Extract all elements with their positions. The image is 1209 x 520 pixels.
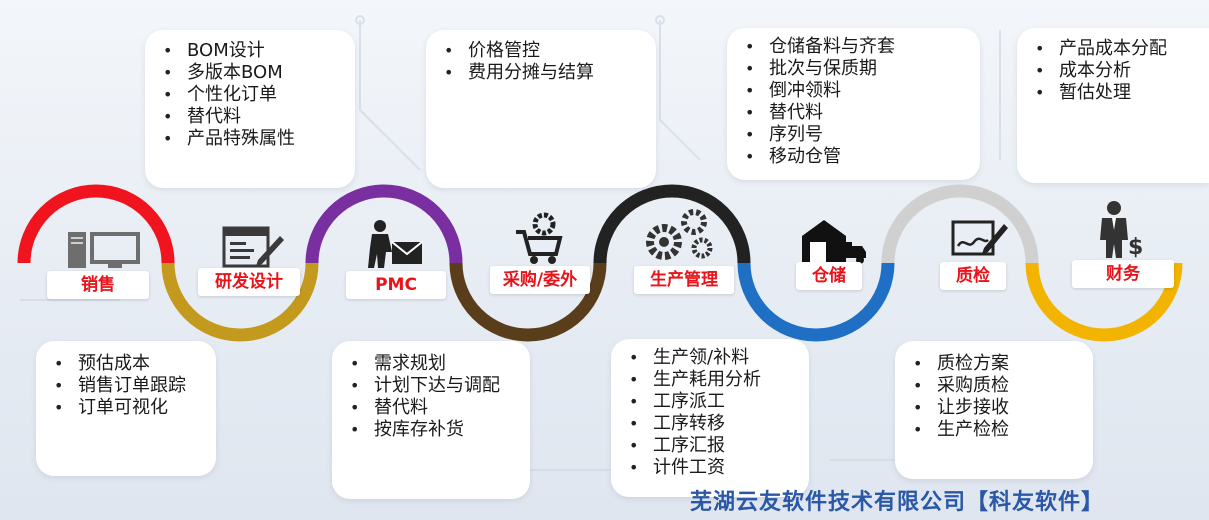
list-item: 按库存补货 [348, 419, 514, 441]
list-item: 替代料 [161, 106, 339, 128]
list-item: 替代料 [743, 102, 964, 124]
list-item: 质检方案 [911, 353, 1077, 375]
list-item: 销售订单跟踪 [52, 375, 200, 397]
list-item: 倒冲领料 [743, 80, 964, 102]
purchase-list: 价格管控 费用分摊与结算 [442, 40, 640, 84]
list-item: 订单可视化 [52, 397, 200, 419]
arc-finance [1025, 262, 1183, 342]
stage-label-warehouse: 仓储 [796, 262, 862, 290]
design-form-icon [222, 226, 284, 268]
cart-gear-icon [516, 212, 563, 264]
list-item: 成本分析 [1033, 60, 1193, 82]
list-item: 替代料 [348, 397, 514, 419]
list-item: 生产检检 [911, 419, 1077, 441]
stage-label-sales: 销售 [47, 271, 149, 299]
list-item: 工序派工 [627, 391, 793, 413]
signature-icon [951, 220, 1008, 256]
sales-list: 预估成本 销售订单跟踪 订单可视化 [52, 353, 200, 419]
card-rd-design: BOM设计 多版本BOM 个性化订单 替代料 产品特殊属性 [145, 30, 355, 188]
list-item: 价格管控 [442, 40, 640, 62]
list-item: 计件工资 [627, 457, 793, 479]
finance-list: 产品成本分配 成本分析 暂估处理 [1033, 38, 1193, 104]
card-finance: 产品成本分配 成本分析 暂估处理 [1017, 28, 1209, 183]
warehouse-list: 仓储备料与齐套 批次与保质期 倒冲领料 替代料 序列号 移动仓管 [743, 36, 964, 168]
production-list: 生产领/补料 生产耗用分析 工序派工 工序转移 工序汇报 计件工资 [627, 347, 793, 479]
list-item: 产品特殊属性 [161, 128, 339, 150]
card-warehouse: 仓储备料与齐套 批次与保质期 倒冲领料 替代料 序列号 移动仓管 [727, 28, 980, 180]
list-item: 生产领/补料 [627, 347, 793, 369]
stage-label-production: 生产管理 [634, 266, 734, 294]
rd-list: BOM设计 多版本BOM 个性化订单 替代料 产品特殊属性 [161, 40, 339, 150]
stage-label-purchase: 采购/委外 [490, 266, 590, 294]
pmc-list: 需求规划 计划下达与调配 替代料 按库存补货 [348, 353, 514, 441]
stage-label-rd: 研发设计 [198, 268, 300, 296]
list-item: 计划下达与调配 [348, 375, 514, 397]
arc-production [593, 184, 751, 264]
company-footer: 芜湖云友软件技术有限公司【科友软件】 [690, 489, 1105, 515]
card-sales: 预估成本 销售订单跟踪 订单可视化 [36, 341, 216, 476]
list-item: 批次与保质期 [743, 58, 964, 80]
list-item: 暂估处理 [1033, 82, 1193, 104]
card-purchase: 价格管控 费用分摊与结算 [426, 30, 656, 188]
stage-label-finance: 财务 [1072, 260, 1174, 288]
arc-pmc [305, 184, 463, 264]
list-item: 序列号 [743, 124, 964, 146]
stage-label-pmc: PMC [346, 271, 446, 299]
gears-icon [646, 209, 713, 260]
list-item: BOM设计 [161, 40, 339, 62]
list-item: 让步接收 [911, 397, 1077, 419]
arc-sales [17, 184, 175, 264]
list-item: 预估成本 [52, 353, 200, 375]
card-production: 生产领/补料 生产耗用分析 工序派工 工序转移 工序汇报 计件工资 [611, 339, 809, 497]
svg-text:$: $ [1128, 235, 1143, 260]
list-item: 移动仓管 [743, 146, 964, 168]
list-item: 产品成本分配 [1033, 38, 1193, 60]
card-pmc: 需求规划 计划下达与调配 替代料 按库存补货 [332, 341, 530, 499]
list-item: 工序汇报 [627, 435, 793, 457]
list-item: 生产耗用分析 [627, 369, 793, 391]
list-item: 采购质检 [911, 375, 1077, 397]
warehouse-truck-icon [802, 220, 866, 264]
list-item: 仓储备料与齐套 [743, 36, 964, 58]
list-item: 工序转移 [627, 413, 793, 435]
arc-rd [161, 262, 319, 342]
list-item: 多版本BOM [161, 62, 339, 84]
businessman-money-icon: $ [1100, 201, 1143, 260]
card-quality: 质检方案 采购质检 让步接收 生产检检 [895, 341, 1093, 479]
list-item: 个性化订单 [161, 84, 339, 106]
quality-list: 质检方案 采购质检 让步接收 生产检检 [911, 353, 1077, 441]
stage-label-quality: 质检 [940, 262, 1006, 290]
arc-quality [881, 184, 1039, 264]
list-item: 需求规划 [348, 353, 514, 375]
arc-warehouse [737, 262, 895, 342]
worker-mail-icon [368, 220, 423, 268]
list-item: 费用分摊与结算 [442, 62, 640, 84]
arc-purchase [449, 262, 607, 342]
computer-icon [68, 232, 140, 268]
